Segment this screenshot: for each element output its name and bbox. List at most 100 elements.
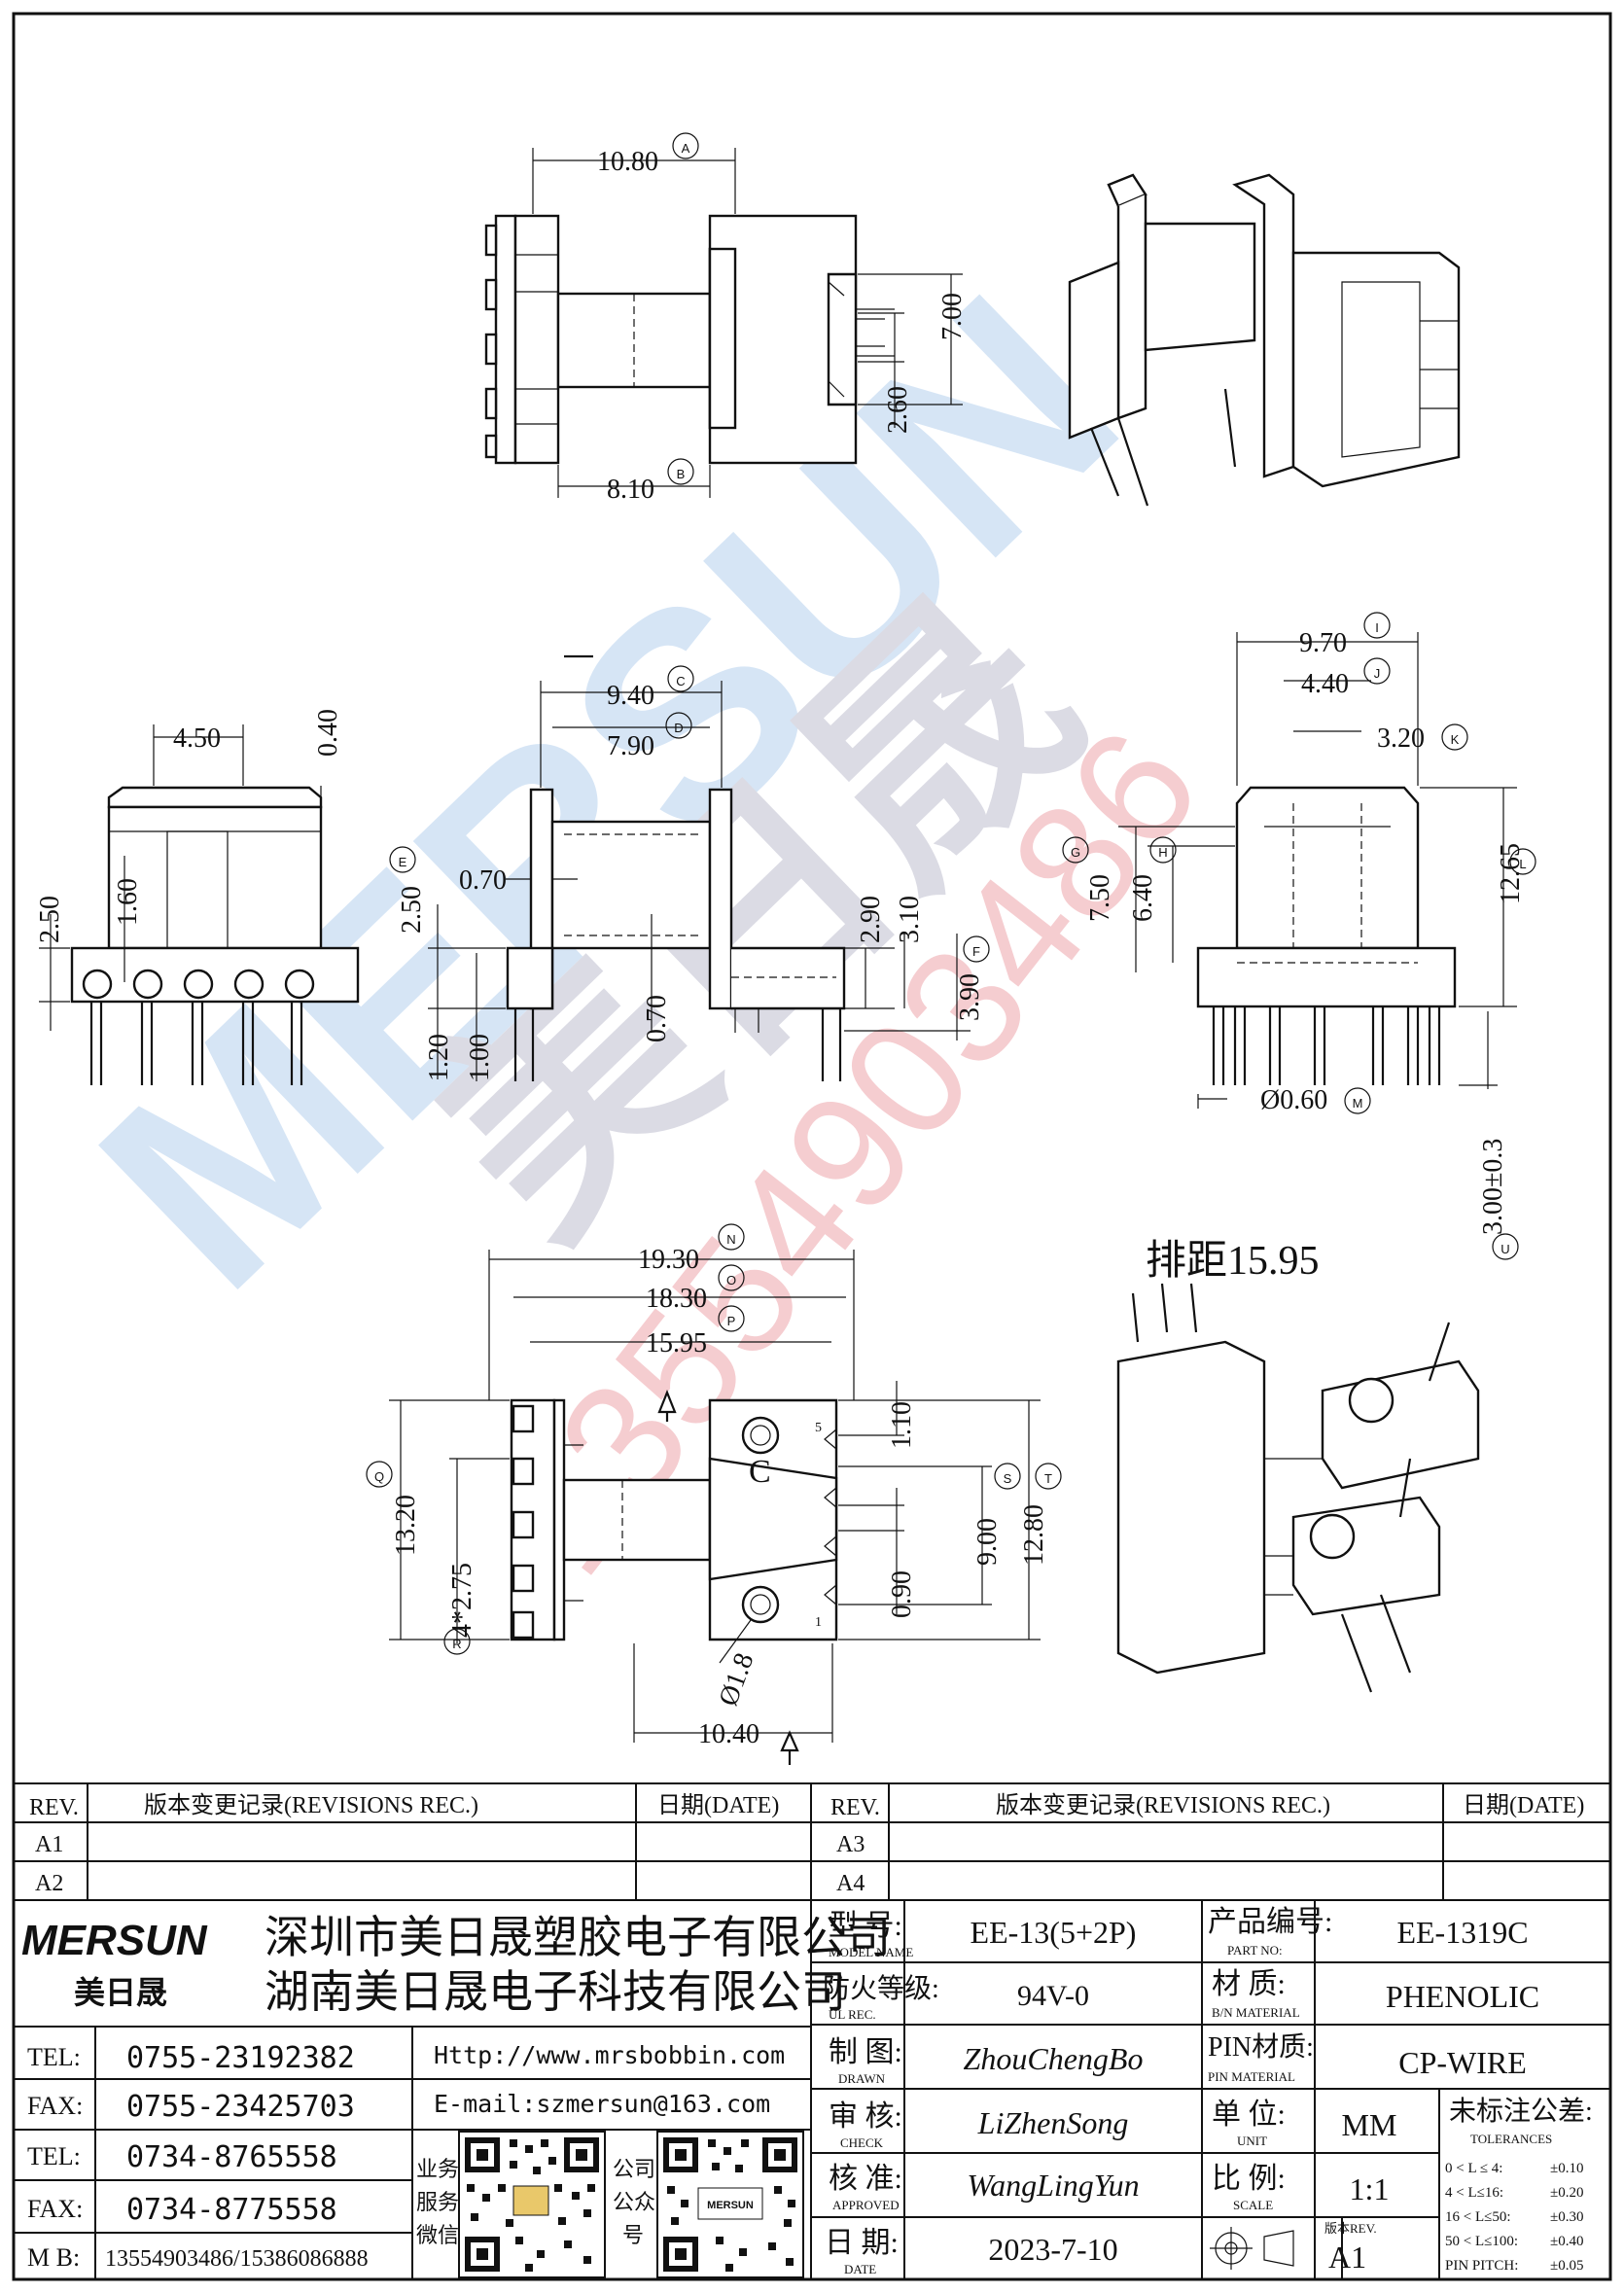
label-c: C	[676, 674, 685, 688]
tol-value-4: ±0.40	[1550, 2234, 1583, 2249]
part-label-en: PART NO:	[1227, 1943, 1283, 1958]
version-value: A1	[1328, 2240, 1366, 2275]
dim-e: 2.50	[397, 886, 427, 934]
approved-value: WangLingYun	[967, 2168, 1139, 2203]
dim-310: 3.10	[895, 896, 925, 943]
fax2-label: FAX:	[27, 2195, 83, 2223]
model-label: 型 号:	[829, 1910, 902, 1942]
unit-value: MM	[1342, 2107, 1397, 2142]
date-value: 2023-7-10	[988, 2232, 1117, 2267]
company-logo: MERSUN	[21, 1917, 208, 1964]
pin-number-1: 1	[815, 1615, 822, 1630]
dim-640: 6.40	[1128, 874, 1158, 922]
dim-090: 0.90	[887, 1570, 917, 1618]
front-view: 9.40 C 7.90 D 2.50 E 0.70 2.90 3.10 3.90…	[389, 654, 990, 1081]
dim-j: 4.40	[1301, 669, 1349, 699]
pin-material-label-en: PIN MATERIAL	[1208, 2069, 1295, 2084]
dim-120: 1.20	[424, 1034, 454, 1081]
label-s: S	[1004, 1471, 1012, 1486]
label-u: U	[1500, 1242, 1509, 1256]
label-n: N	[726, 1232, 735, 1247]
tol-range-5: PIN PITCH:	[1445, 2258, 1518, 2274]
dim-450: 4.50	[173, 723, 221, 754]
title-block-grid	[13, 1782, 1611, 2280]
rev-row-a2: A2	[35, 1871, 63, 1896]
iso-view-top	[1068, 173, 1461, 507]
drawn-label: 制 图:	[829, 2036, 902, 2068]
fax1-number: 0755-23425703	[126, 2090, 355, 2124]
dim-160: 1.60	[113, 878, 143, 926]
qr2-label-3: 号	[622, 2224, 644, 2248]
tol-range-1: 0 < L ≤ 4:	[1445, 2161, 1502, 2176]
company-logo-cn: 美日晟	[74, 1974, 167, 2011]
tol-range-4: 50 < L≤100:	[1445, 2234, 1518, 2249]
tel1-label: TEL:	[27, 2043, 81, 2071]
dim-p: 15.95	[646, 1328, 707, 1358]
qr2-label-1: 公司	[613, 2158, 655, 2182]
website-link[interactable]: Http://www.mrsbobbin.com	[434, 2041, 785, 2069]
pin-material-label: PIN材质:	[1208, 2031, 1314, 2063]
unit-label-en: UNIT	[1237, 2134, 1267, 2148]
drawn-value: ZhouChengBo	[964, 2041, 1144, 2076]
top-view: 10.80 A 8.10 B 7.00 2.60	[484, 132, 968, 505]
pin-material-value: CP-WIRE	[1398, 2045, 1527, 2080]
dim-c: 9.40	[607, 681, 654, 711]
label-b: B	[677, 467, 686, 481]
label-k: K	[1451, 732, 1460, 747]
label-a: A	[682, 141, 690, 156]
label-h: H	[1158, 845, 1167, 860]
company-name-shenzhen: 深圳市美日晟塑胶电子有限公司	[265, 1911, 891, 1963]
company-name-hunan: 湖南美日晟电子科技有限公司	[265, 1965, 846, 2018]
label-f: F	[972, 944, 980, 959]
scale-label-en: SCALE	[1233, 2198, 1273, 2212]
end-view: 9.70 I 4.40 J 3.20 K 12.65 L 7.50 G 6.40…	[1062, 612, 1536, 1260]
qr2-label-2: 公众	[613, 2191, 655, 2215]
dim-b: 8.10	[607, 475, 654, 505]
qr1-label-1: 业务	[416, 2158, 459, 2182]
fax1-label: FAX:	[27, 2092, 83, 2120]
qr2-logo: MERSUN	[707, 2200, 754, 2211]
ul-label-en: UL REC.	[829, 2007, 876, 2022]
email-link[interactable]: E-mail:szmersun@163.com	[434, 2090, 770, 2118]
model-label-en: MODEL NAME	[829, 1945, 913, 1959]
rev-date-header-right: 日期(DATE)	[1463, 1793, 1584, 1818]
rev-rec-header-right: 版本变更记录(REVISIONS REC.)	[996, 1792, 1330, 1818]
dim-390: 3.90	[955, 973, 985, 1021]
date-label: 日 期:	[825, 2227, 899, 2259]
unit-label: 单 位:	[1212, 2099, 1286, 2131]
label-j: J	[1374, 666, 1381, 681]
scale-value: 1:1	[1350, 2171, 1390, 2206]
revision-table-right: REV. 版本变更记录(REVISIONS REC.) 日期(DATE) A3 …	[830, 1792, 1584, 1896]
dim-700: 7.00	[937, 293, 968, 340]
rev-header-left: REV.	[29, 1795, 79, 1820]
dim-d: 7.90	[607, 731, 654, 761]
revision-table-left: REV. 版本变更记录(REVISIONS REC.) 日期(DATE) A1 …	[29, 1792, 779, 1896]
check-value: LiZhenSong	[977, 2105, 1129, 2140]
tol-value-3: ±0.30	[1550, 2209, 1583, 2225]
tel1-number: 0755-23192382	[126, 2041, 355, 2075]
qr1-label-2: 服务	[416, 2191, 459, 2215]
dim-o: 18.30	[646, 1284, 707, 1314]
dim-m: Ø0.60	[1260, 1085, 1327, 1115]
part-value: EE-1319C	[1396, 1915, 1528, 1950]
label-o: O	[726, 1273, 736, 1288]
qr-code-official-account: MERSUN	[656, 2131, 804, 2278]
dim-1040: 10.40	[698, 1719, 759, 1749]
tolerance-label-en: TOLERANCES	[1470, 2132, 1552, 2146]
dim-100: 1.00	[465, 1034, 495, 1081]
dim-070b: 0.70	[642, 995, 672, 1042]
rev-row-a1: A1	[35, 1832, 63, 1857]
dim-290: 2.90	[856, 896, 886, 943]
rev-row-a4: A4	[836, 1871, 865, 1896]
polarity-mark-c: C	[749, 1454, 771, 1490]
label-p: P	[727, 1314, 736, 1328]
tol-range-3: 16 < L≤50:	[1445, 2209, 1511, 2225]
dim-k: 3.20	[1377, 723, 1425, 754]
dim-q: 13.20	[391, 1495, 421, 1556]
dim-260: 2.60	[883, 386, 913, 434]
qr1-label-3: 微信	[416, 2224, 459, 2248]
label-m: M	[1353, 1096, 1363, 1111]
approved-label-en: APPROVED	[832, 2198, 900, 2212]
dim-n: 19.30	[638, 1245, 699, 1275]
